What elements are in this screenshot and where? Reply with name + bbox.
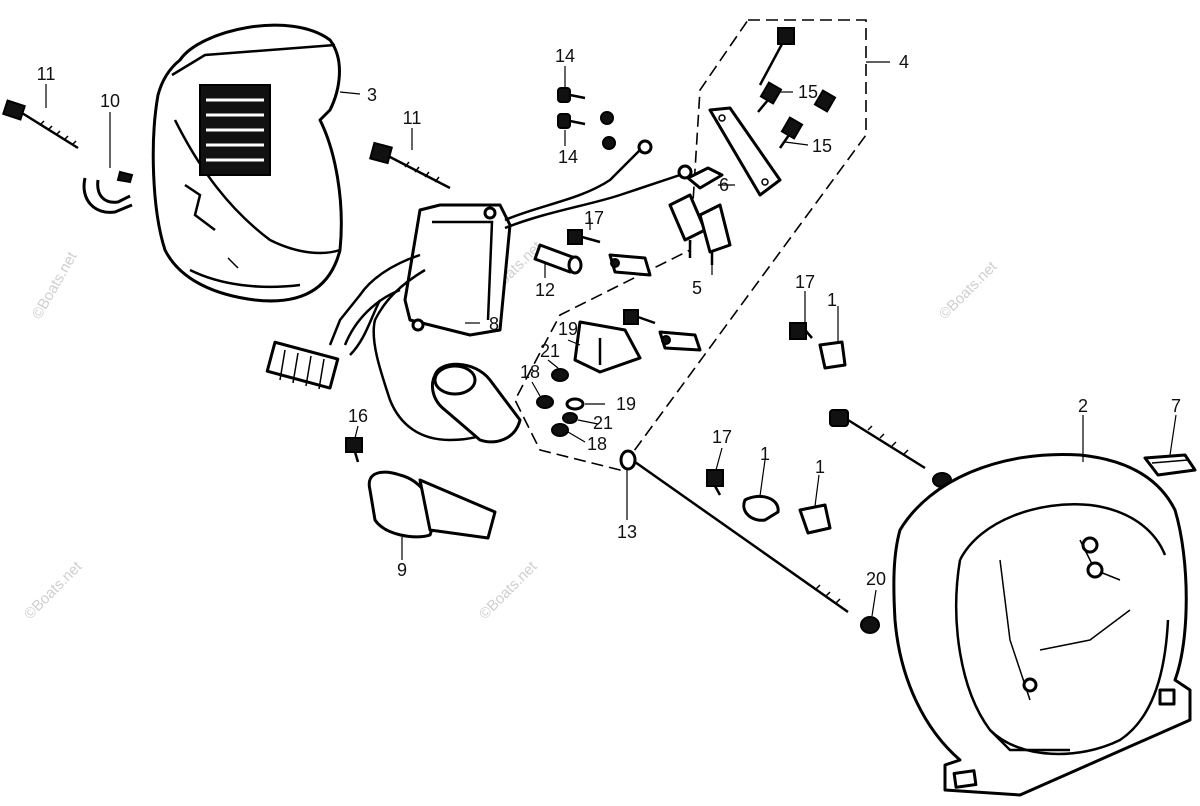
callout-7: 7	[1171, 396, 1181, 416]
callout-1: 1	[760, 444, 770, 464]
fan-cover-part-3[interactable]	[151, 23, 343, 303]
panel-assembly-part-4[interactable]	[514, 19, 867, 471]
screw-part-16[interactable]	[345, 437, 363, 463]
callout-17: 17	[795, 272, 815, 292]
callout-11: 11	[37, 64, 56, 84]
tube-part-12[interactable]	[533, 243, 583, 275]
callout-10: 10	[100, 91, 120, 111]
callout-14: 14	[555, 46, 575, 66]
watermark: ©Boats.net	[21, 558, 86, 623]
callout-15: 15	[812, 136, 832, 156]
callout-3: 3	[367, 85, 377, 105]
screw-part-17-right[interactable]	[789, 322, 813, 340]
callout-4: 4	[899, 52, 909, 72]
callout-16: 16	[348, 406, 368, 426]
long-bolt-part-2-mount[interactable]	[829, 409, 952, 488]
callout-15: 15	[798, 82, 818, 102]
callout-5: 5	[692, 278, 702, 298]
callout-8: 8	[489, 314, 499, 334]
callout-1: 1	[827, 290, 837, 310]
callout-labels: 1 1 1 2 3 4 5 6 7 8 9 10 11 11 12 13 14 …	[37, 46, 1181, 589]
callout-19: 19	[616, 394, 636, 414]
callout-14: 14	[558, 147, 578, 167]
callout-17: 17	[584, 208, 604, 228]
watermark: ©Boats.net	[476, 558, 541, 623]
callout-9: 9	[397, 560, 407, 580]
bolt-part-11-left[interactable]	[2, 99, 79, 150]
watermark: ©Boats.net	[936, 258, 1001, 323]
callout-19: 19	[558, 319, 578, 339]
u-clip-part-10[interactable]	[82, 170, 134, 214]
screw-part-17-upper[interactable]	[567, 229, 601, 245]
cable-clip-part-1-upper[interactable]	[818, 340, 847, 370]
callout-11: 11	[403, 108, 422, 128]
clip-part-7[interactable]	[1143, 453, 1197, 477]
cable-clip-part-1-lower[interactable]	[742, 495, 832, 535]
screw-part-17-lower[interactable]	[706, 469, 724, 496]
screws-part-14[interactable]	[557, 87, 616, 150]
bolt-part-11-middle[interactable]	[369, 141, 451, 190]
callout-18: 18	[520, 362, 540, 382]
callout-21: 21	[540, 341, 560, 361]
callout-2: 2	[1078, 396, 1088, 416]
callout-17: 17	[712, 427, 732, 447]
leader-lines	[45, 61, 1177, 617]
control-unit-part-8[interactable]	[265, 139, 693, 442]
callout-1: 1	[815, 457, 825, 477]
watermark: ©Boats.net	[29, 248, 81, 322]
through-bolt-part-13[interactable]	[619, 449, 849, 614]
callout-20: 20	[866, 569, 886, 589]
callout-18: 18	[587, 434, 607, 454]
housing-part-2[interactable]	[892, 452, 1192, 797]
callout-21: 21	[593, 413, 613, 433]
callout-13: 13	[617, 522, 637, 542]
capacitor[interactable]	[431, 362, 522, 444]
nut-part-20[interactable]	[860, 616, 880, 634]
capacitor-clamp-part-9[interactable]	[367, 470, 497, 540]
callout-12: 12	[535, 280, 555, 300]
callout-6: 6	[719, 175, 729, 195]
